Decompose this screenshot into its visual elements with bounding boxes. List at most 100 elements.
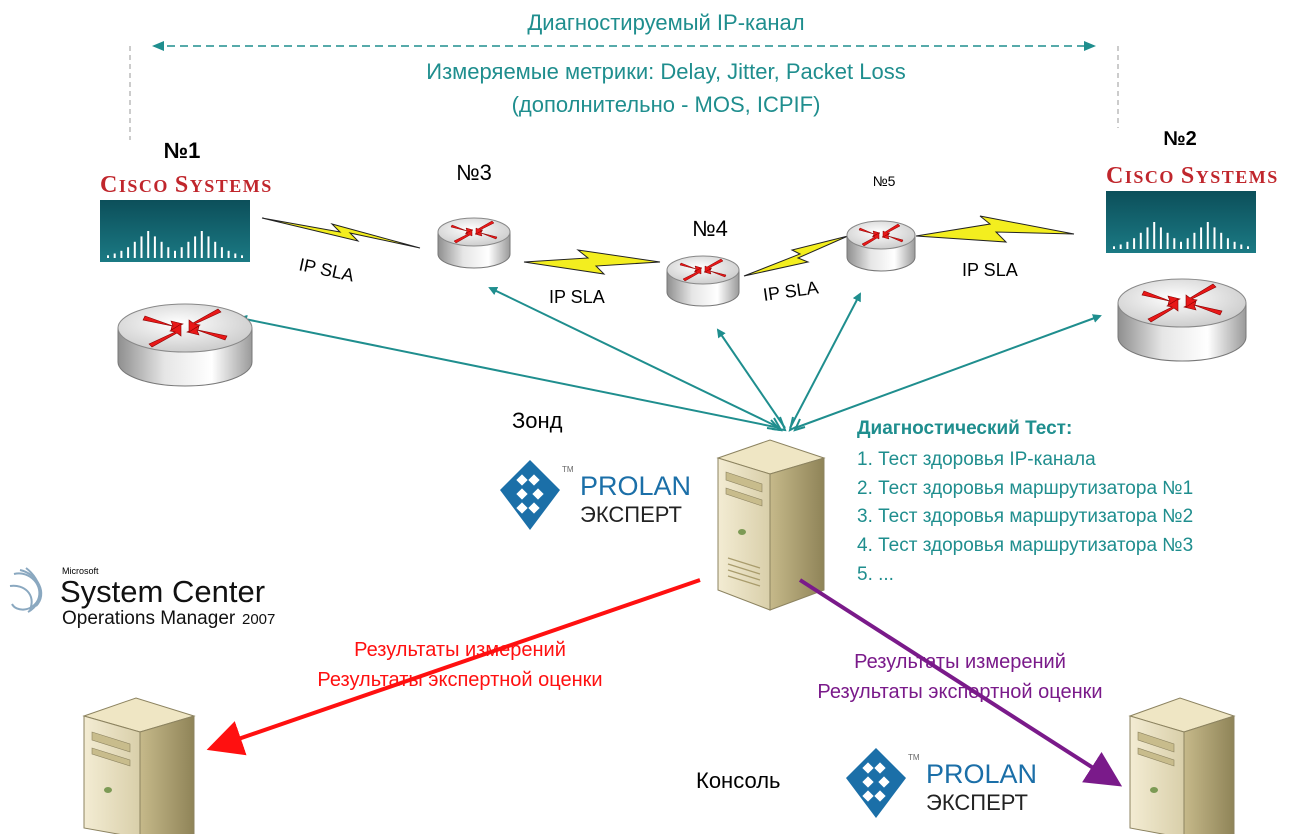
channel-title: Диагностируемый IP-канал — [527, 10, 804, 35]
results-right-line1: Результаты измерений — [854, 651, 1066, 673]
channel-metrics: Измеряемые метрики: Delay, Jitter, Packe… — [426, 59, 905, 84]
cisco-bridge-bar — [1206, 222, 1209, 249]
results-right-line2: Результаты экспертной оценки — [817, 681, 1102, 703]
results-left-line1: Результаты измерений — [354, 639, 566, 661]
cisco-bridge-bar — [194, 236, 197, 258]
lightning-link-1 — [261, 217, 421, 249]
ip-sla-label-1: IP SLA — [297, 254, 356, 285]
cisco-bridge-bar — [187, 241, 190, 258]
router-5-label: №5 — [873, 173, 896, 189]
cisco-bridge-bar — [220, 247, 223, 258]
cisco-bridge-bar — [147, 231, 150, 258]
probe-brand-top: PROLAN — [580, 471, 691, 501]
cisco-bridge-bar — [174, 250, 176, 258]
cisco-wordmark-2: CISCO SYSTEMS — [1106, 163, 1279, 189]
ip-sla-label-4: IP SLA — [962, 260, 1018, 280]
scom-year: 2007 — [242, 611, 275, 628]
cisco-bridge-bar — [1226, 238, 1229, 249]
system-center-logo-icon — [9, 567, 43, 613]
cisco-bridge-bar — [1180, 241, 1182, 249]
cisco-bridge-bar — [1193, 232, 1196, 249]
cisco-bridge-bar — [1133, 238, 1136, 249]
cisco-bridge-bar — [1139, 232, 1142, 249]
channel-metrics-extra: (дополнительно - MOS, ICPIF) — [512, 92, 821, 117]
cisco-bridge-bar — [234, 253, 237, 258]
cisco-bridge-bar — [214, 241, 217, 258]
cisco-bridge-bar — [1213, 227, 1216, 249]
router-2-icon — [1117, 278, 1247, 362]
lightning-link-2 — [523, 249, 661, 275]
cisco-bridge-bar — [180, 247, 183, 258]
router-4-label: №4 — [692, 216, 728, 241]
results-arrow-purple — [798, 578, 1123, 787]
cisco-bridge-bar — [113, 253, 116, 258]
cisco-bridge-bar — [1113, 246, 1115, 249]
prolan-logo-probe-icon — [500, 460, 560, 530]
router-1-icon — [117, 303, 253, 387]
cisco-bridge-bar — [107, 255, 109, 258]
cisco-bridge-bar — [1186, 238, 1189, 249]
test-item-4: 4. Тест здоровья маршрутизатора №3 — [857, 535, 1193, 556]
cisco-bridge-bar — [1220, 232, 1223, 249]
cisco-logo-2: CISCO SYSTEMS — [1106, 163, 1279, 253]
cisco-bridge-bar — [200, 231, 203, 258]
cisco-bridge-bar — [1126, 241, 1129, 249]
cisco-bridge-bar — [241, 255, 243, 258]
router-2-label: №2 — [1163, 128, 1196, 150]
console-brand-bottom: ЭКСПЕРТ — [926, 790, 1028, 815]
ip-sla-label-3: IP SLA — [762, 277, 820, 305]
probe-server-icon — [716, 439, 826, 611]
cisco-bridge-bar — [1200, 227, 1203, 249]
scom-product: System Center — [60, 574, 265, 609]
cisco-bridge-bar — [1233, 241, 1236, 249]
router-4-icon — [666, 255, 740, 307]
console-server-icon — [1128, 697, 1236, 834]
cisco-bridge-bar — [1146, 227, 1149, 249]
probe-label: Зонд — [512, 408, 563, 433]
cisco-bridge-icon-2 — [1113, 222, 1249, 249]
cisco-bridge-icon-1 — [107, 231, 243, 258]
scom-server-icon — [82, 697, 196, 834]
cisco-bridge-bar — [1173, 238, 1176, 249]
cisco-logo-1: CISCO SYSTEMS — [100, 172, 273, 262]
test-item-1: 1. Тест здоровья IP-канала — [857, 449, 1096, 470]
lightning-link-3 — [743, 235, 849, 277]
scom-vendor: Microsoft — [62, 566, 99, 576]
lightning-link-4 — [915, 215, 1075, 243]
results-arrow-red — [206, 578, 701, 756]
test-item-3: 3. Тест здоровья маршрутизатора №2 — [857, 506, 1193, 527]
cisco-bridge-bar — [1119, 244, 1122, 249]
probe-tm: TM — [562, 465, 574, 474]
console-brand-top: PROLAN — [926, 759, 1037, 789]
cisco-bridge-bar — [1159, 227, 1162, 249]
cisco-bridge-bar — [160, 241, 163, 258]
cisco-bridge-bar — [1247, 246, 1249, 249]
console-tm: TM — [908, 753, 920, 762]
probe-arrows — [238, 286, 1102, 429]
results-left-line2: Результаты экспертной оценки — [317, 669, 602, 691]
cisco-bridge-bar — [167, 247, 170, 258]
cisco-wordmark-1: CISCO SYSTEMS — [100, 172, 273, 198]
test-title: Диагностический Тест: — [857, 418, 1072, 439]
prolan-logo-console-icon — [846, 748, 906, 818]
cisco-bridge-bar — [120, 250, 123, 258]
router-5-icon — [846, 220, 916, 272]
scom-edition: Operations Manager — [62, 608, 236, 629]
test-item-2: 2. Тест здоровья маршрутизатора №1 — [857, 478, 1193, 499]
console-label: Консоль — [696, 768, 781, 793]
cisco-bridge-bar — [1153, 222, 1156, 249]
cisco-bridge-bar — [133, 241, 136, 258]
cisco-bridge-bar — [227, 250, 230, 258]
cisco-bridge-bar — [140, 236, 143, 258]
probe-arrow-tails — [766, 416, 806, 432]
probe-brand-bottom: ЭКСПЕРТ — [580, 502, 682, 527]
test-item-5: 5. ... — [857, 564, 894, 585]
cisco-bridge-bar — [1240, 244, 1243, 249]
router-3-icon — [437, 217, 511, 269]
cisco-bridge-bar — [1166, 232, 1169, 249]
ip-sla-label-2: IP SLA — [549, 287, 605, 307]
router-1-label: №1 — [164, 138, 201, 163]
router-3-label: №3 — [456, 160, 492, 185]
cisco-bridge-bar — [153, 236, 156, 258]
